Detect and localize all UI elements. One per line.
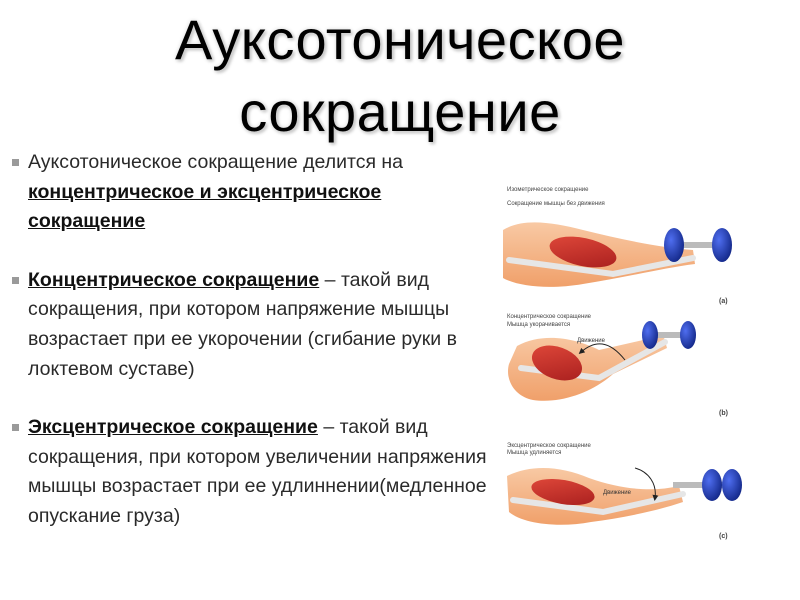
bullet-text: Ауксотоническое сокращение делится на: [28, 151, 404, 173]
bullet-bold-text: Концентрическое сокращение: [28, 268, 320, 291]
weight-plate-icon: [642, 321, 658, 349]
dumbbell-bar: [673, 482, 729, 488]
panel-caption: Концентрическое сокращение: [507, 314, 592, 320]
bullet-square-icon: [12, 276, 19, 284]
muscle-contraction-figure: Изометрическое сокращение Сокращение мыш…: [503, 178, 763, 560]
weight-plate-icon: [712, 228, 732, 262]
arm-shape: [507, 467, 683, 525]
bullet-list: Ауксотоническое сокращение делится на ко…: [10, 148, 502, 532]
bullet-item: Ауксотоническое сокращение делится на ко…: [10, 148, 502, 237]
panel-subcaption: Сокращение мышцы без движения: [507, 201, 605, 207]
panel-letter: (c): [719, 533, 728, 540]
bullet-square-icon: [12, 159, 19, 166]
bullet-text: – такой вид сокращения, при котором напр…: [28, 268, 457, 380]
motion-arrow-icon: [634, 467, 659, 501]
bullet-item: Эксцентрическое сокращение – такой вид с…: [10, 413, 502, 531]
biceps-muscle: [531, 345, 583, 381]
weight-plate-icon: [722, 469, 742, 501]
slide-title-line1: Ауксотоническое: [174, 8, 625, 71]
weight-plate-icon: [702, 469, 722, 501]
bullet-text: – такой вид сокращения, при котором: [28, 416, 428, 468]
panel-caption: Эксцентрическое сокращение: [507, 443, 592, 449]
slide-title: Ауксотоническое сокращение: [0, 4, 800, 148]
panel-eccentric: Эксцентрическое сокращение Мышца удлиняе…: [507, 443, 742, 540]
weight-plate-icon: [664, 228, 684, 262]
bullet-text: напряжения мышцы возрастает при ее удлин…: [28, 445, 487, 527]
bullet-text: увеличении: [265, 445, 372, 468]
bone-shape: [506, 255, 696, 278]
bullet-square-icon: [12, 424, 19, 432]
biceps-muscle: [531, 478, 595, 506]
bullet-item: Концентрическое сокращение – такой вид с…: [10, 266, 502, 384]
arm-illustration: Изометрическое сокращение Сокращение мыш…: [503, 187, 742, 540]
dumbbell-bar: [653, 332, 689, 338]
biceps-muscle: [549, 236, 617, 268]
weight-plate-icon: [680, 321, 696, 349]
dumbbell-bar: [675, 242, 725, 248]
panel-subcaption: Мышца укорачивается: [507, 322, 570, 328]
panel-concentric: Концентрическое сокращение Мышца укорачи…: [507, 314, 728, 417]
motion-arrow-icon: [578, 343, 626, 361]
panel-subcaption: Мышца удлиняется: [507, 450, 561, 456]
slide-title-line2: сокращение: [239, 80, 561, 143]
panel-isometric: Изометрическое сокращение Сокращение мыш…: [503, 187, 732, 305]
panel-caption: Изометрическое сокращение: [507, 187, 589, 193]
bullet-bold-text: Эксцентрическое сокращение: [28, 416, 318, 439]
arrow-label: Движение: [577, 338, 606, 344]
panel-letter: (b): [719, 410, 728, 417]
panel-letter: (a): [719, 298, 728, 305]
arrow-label: Движение: [603, 490, 632, 496]
bullet-bold-text: концентрическое и эксцентрическое сокращ…: [28, 180, 382, 233]
